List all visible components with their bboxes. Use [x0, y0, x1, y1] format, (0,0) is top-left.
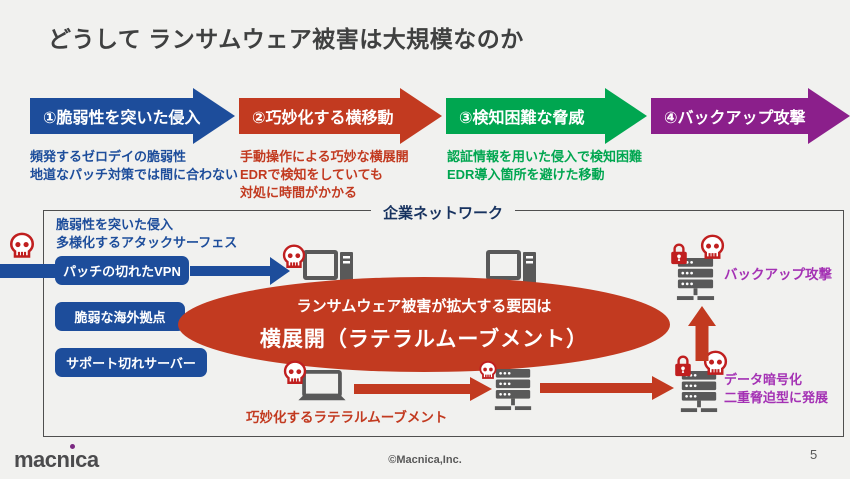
intrusion-note: 脆弱性を突いた侵入 多様化するアタックサーフェス — [56, 217, 238, 250]
lock-icon — [675, 355, 691, 377]
callout-line1: ランサムウェア被害が拡大する要因は — [296, 297, 552, 315]
step-note-3: 認証情報を用いた侵入で検知困難 EDR導入箇所を避けた移動 — [447, 149, 643, 183]
copyright-text: ©Macnica,Inc. — [388, 454, 462, 466]
logo-text: ca — [75, 447, 99, 472]
step-note-1: 頻発するゼロデイの脆弱性 地道なパッチ対策では間に合わない — [30, 149, 239, 183]
lateral-movement-label: 巧妙化するラテラルムーブメント — [246, 410, 448, 425]
skull-icon — [283, 360, 307, 384]
entry-point-server: サポート切れサーバー — [55, 348, 207, 377]
step-arrow-4-label: ④バックアップ攻撃 — [664, 110, 806, 127]
skull-icon — [479, 360, 497, 379]
network-diagram-label: 企業ネットワーク — [370, 202, 516, 223]
desktop-icon — [486, 250, 536, 285]
skull-icon — [9, 232, 35, 258]
step-arrow-3-label: ③検知困難な脅威 — [459, 110, 585, 127]
logo-dotless-i: ı — [69, 447, 76, 472]
entry-point-overseas: 脆弱な海外拠点 — [55, 302, 185, 331]
entry-connector — [0, 264, 60, 278]
entry-point-vpn-label: パッチの切れたVPN — [63, 264, 181, 279]
logo-purple-dot-icon — [70, 444, 76, 449]
step-arrow-3: ③検知困難な脅威 — [446, 88, 647, 144]
laptop-icon — [298, 370, 346, 401]
skull-icon — [700, 234, 725, 259]
entry-point-vpn: パッチの切れたVPN — [55, 256, 189, 285]
logo-text: macn — [14, 447, 70, 472]
entry-point-overseas-label: 脆弱な海外拠点 — [74, 310, 166, 325]
backup-attack-label: バックアップ攻撃 — [724, 267, 832, 282]
page-title: どうして ランサムウェア被害は大規模なのか — [48, 26, 524, 52]
server-icon — [676, 258, 715, 301]
desktop-icon — [303, 250, 353, 285]
entry-point-server-label: サポート切れサーバー — [66, 356, 196, 371]
step-note-2: 手動操作による巧妙な横展開 EDRで検知をしていても 対処に時間がかかる — [240, 149, 409, 201]
step-arrow-1-label: ①脆弱性を突いた侵入 — [43, 110, 201, 127]
step-arrow-1: ①脆弱性を突いた侵入 — [30, 88, 235, 144]
step-arrow-2-label: ②巧妙化する横移動 — [252, 110, 394, 127]
lateral-movement-callout: ランサムウェア被害が拡大する要因は 横展開（ラテラルムーブメント） — [178, 277, 670, 372]
logo-i: ı — [69, 444, 76, 472]
step-arrow-4: ④バックアップ攻撃 — [651, 88, 850, 144]
server-icon — [494, 369, 532, 411]
page-number: 5 — [810, 447, 818, 462]
skull-icon — [282, 244, 306, 268]
step-arrow-2: ②巧妙化する横移動 — [239, 88, 442, 144]
callout-line2: 横展開（ラテラルムーブメント） — [259, 327, 589, 351]
encryption-label: データ暗号化 二重脅迫型に発展 — [724, 372, 829, 405]
lock-icon — [671, 243, 687, 265]
